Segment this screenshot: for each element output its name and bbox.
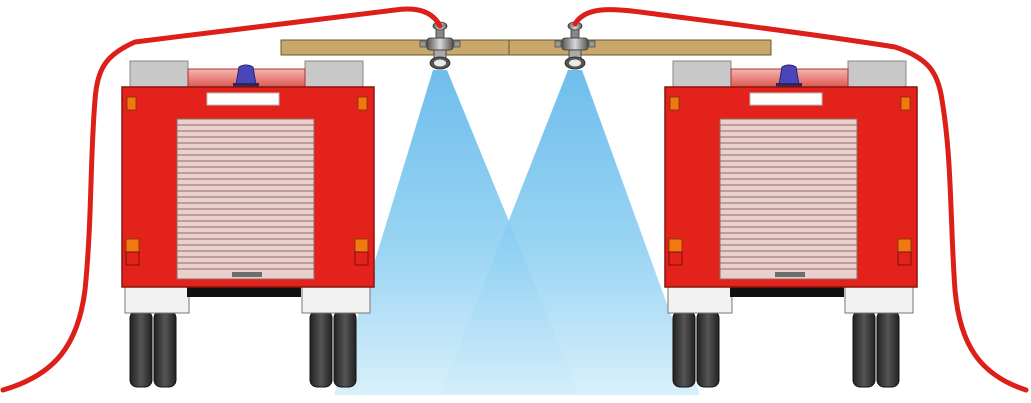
left-hose xyxy=(0,6,443,393)
support-beam xyxy=(280,39,772,56)
right-water-spray xyxy=(440,70,700,395)
right-hose xyxy=(572,7,1029,393)
